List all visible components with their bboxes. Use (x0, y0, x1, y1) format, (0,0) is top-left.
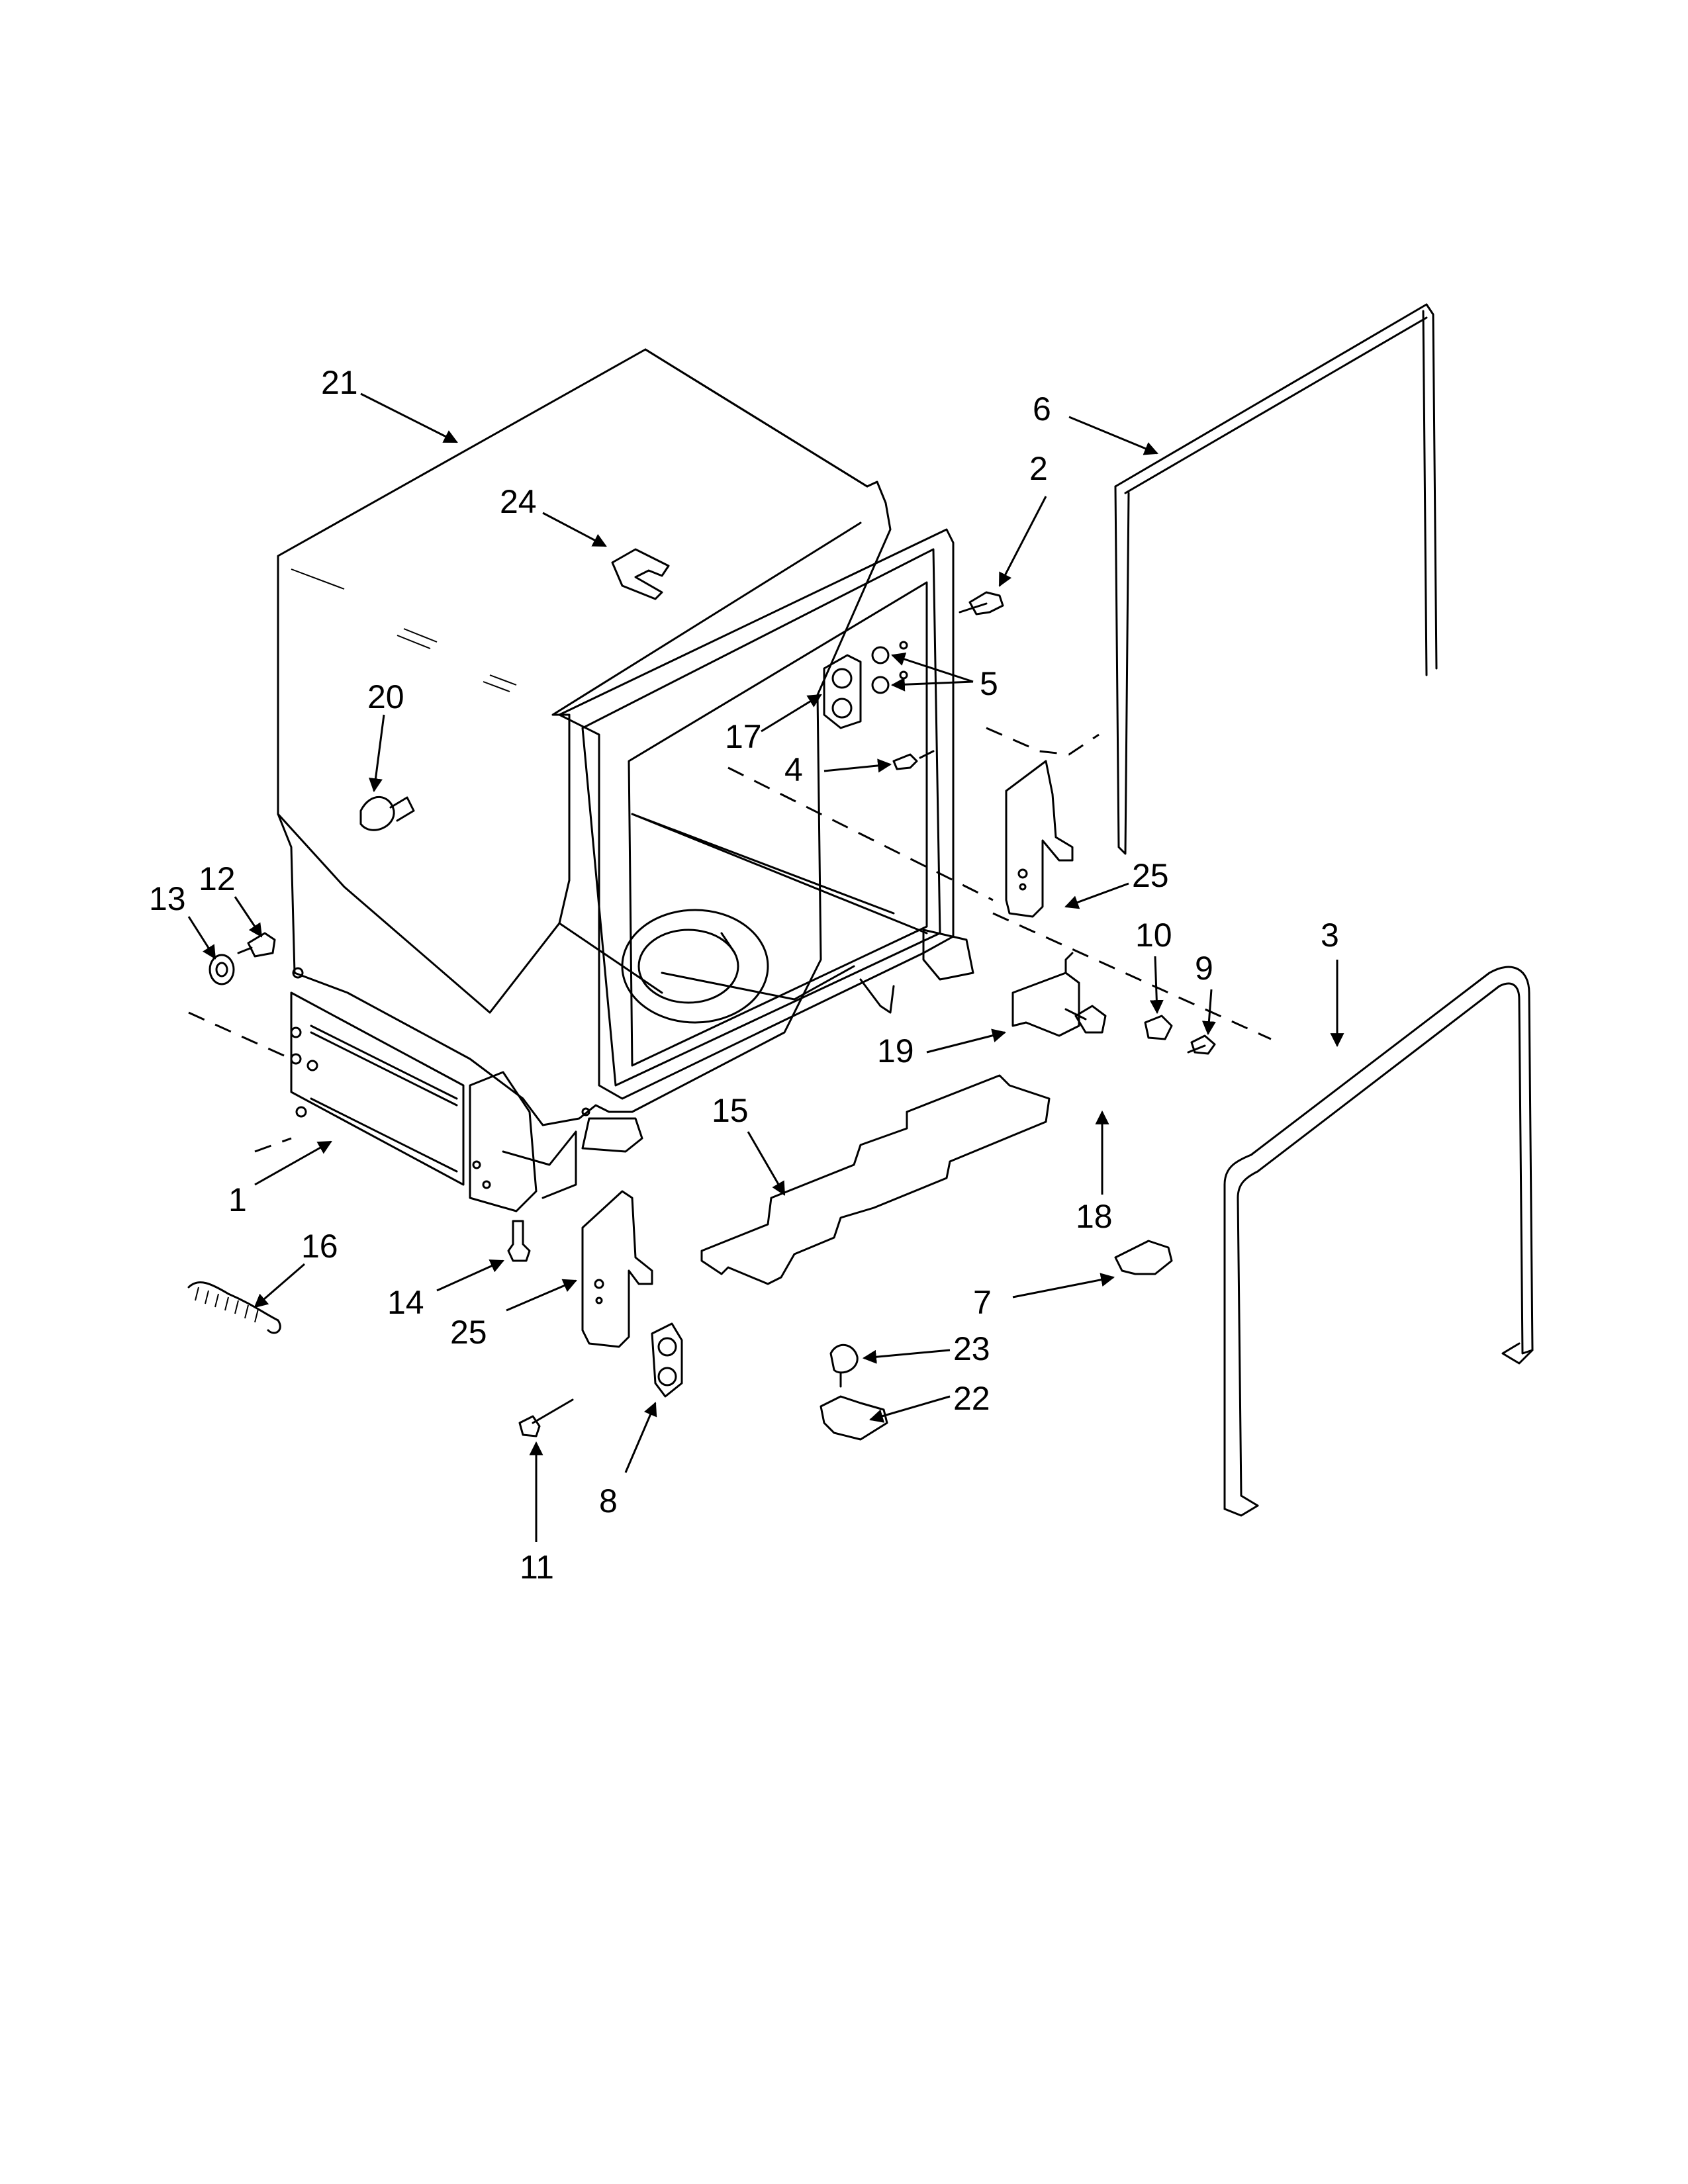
callout-15: 15 (712, 1092, 749, 1129)
callout-25-lower: 25 (450, 1314, 487, 1351)
callout-23: 23 (953, 1330, 990, 1367)
callout-4: 4 (784, 751, 803, 788)
callout-7: 7 (973, 1284, 992, 1321)
callout-12: 12 (199, 860, 236, 897)
hinge-bracket-part-25-upper (1005, 760, 1074, 918)
callout-8: 8 (599, 1482, 618, 1520)
hinge-bracket-part-25-lower (581, 1190, 653, 1348)
spring-part-16 (187, 1281, 281, 1334)
callout-19: 19 (877, 1032, 914, 1069)
gasket-part-6 (1114, 303, 1438, 855)
screw-part-2 (959, 591, 1004, 615)
shield-part-15 (700, 1074, 1051, 1285)
nut-part-10 (1144, 1015, 1173, 1040)
tub-assembly (277, 348, 974, 1212)
callout-10: 10 (1135, 917, 1172, 954)
hinge-part-17 (823, 654, 862, 729)
callout-1: 1 (228, 1181, 247, 1218)
callout-18: 18 (1076, 1198, 1113, 1235)
alignment-line (188, 1011, 292, 1060)
callout-21: 21 (321, 364, 358, 401)
stud-part-4 (892, 750, 935, 770)
callout-24: 24 (500, 483, 537, 520)
screw-part-11 (518, 1398, 574, 1437)
callout-17: 17 (725, 718, 762, 755)
callout-14: 14 (387, 1284, 424, 1321)
cap-part-23 (829, 1343, 859, 1388)
alignment-line (986, 727, 1100, 756)
clip-part-7 (1114, 1240, 1173, 1275)
callout-5: 5 (980, 665, 998, 702)
roller-part-8 (651, 1322, 683, 1398)
callout-16: 16 (301, 1228, 338, 1265)
callout-22: 22 (953, 1380, 990, 1417)
callout-25-upper: 25 (1132, 857, 1169, 894)
callout-11: 11 (520, 1549, 554, 1586)
leg-part-14 (507, 1220, 531, 1262)
screw-part-12 (237, 932, 276, 958)
callout-2: 2 (1029, 450, 1048, 487)
callout-6: 6 (1033, 390, 1051, 428)
alignment-line (727, 766, 994, 901)
bracket-part-22 (820, 1395, 888, 1441)
bushing-part-13 (209, 954, 235, 985)
callout-3: 3 (1321, 917, 1339, 954)
leader-lines (187, 392, 1344, 1542)
callout-9: 9 (1195, 950, 1213, 987)
screw-part-9 (1187, 1034, 1216, 1055)
plug-part-20 (359, 796, 415, 831)
alignment-line (254, 1137, 292, 1153)
callout-13: 13 (149, 880, 186, 917)
bracket-part-19 (1011, 952, 1080, 1037)
callout-20: 20 (367, 678, 404, 715)
callouts: 21 24 20 6 2 5 17 4 25 10 9 3 12 13 1 16… (149, 364, 1339, 1586)
screw-part-18 (1064, 1005, 1107, 1034)
gasket-part-3 (1223, 966, 1534, 1517)
alignment-line (992, 912, 1272, 1040)
